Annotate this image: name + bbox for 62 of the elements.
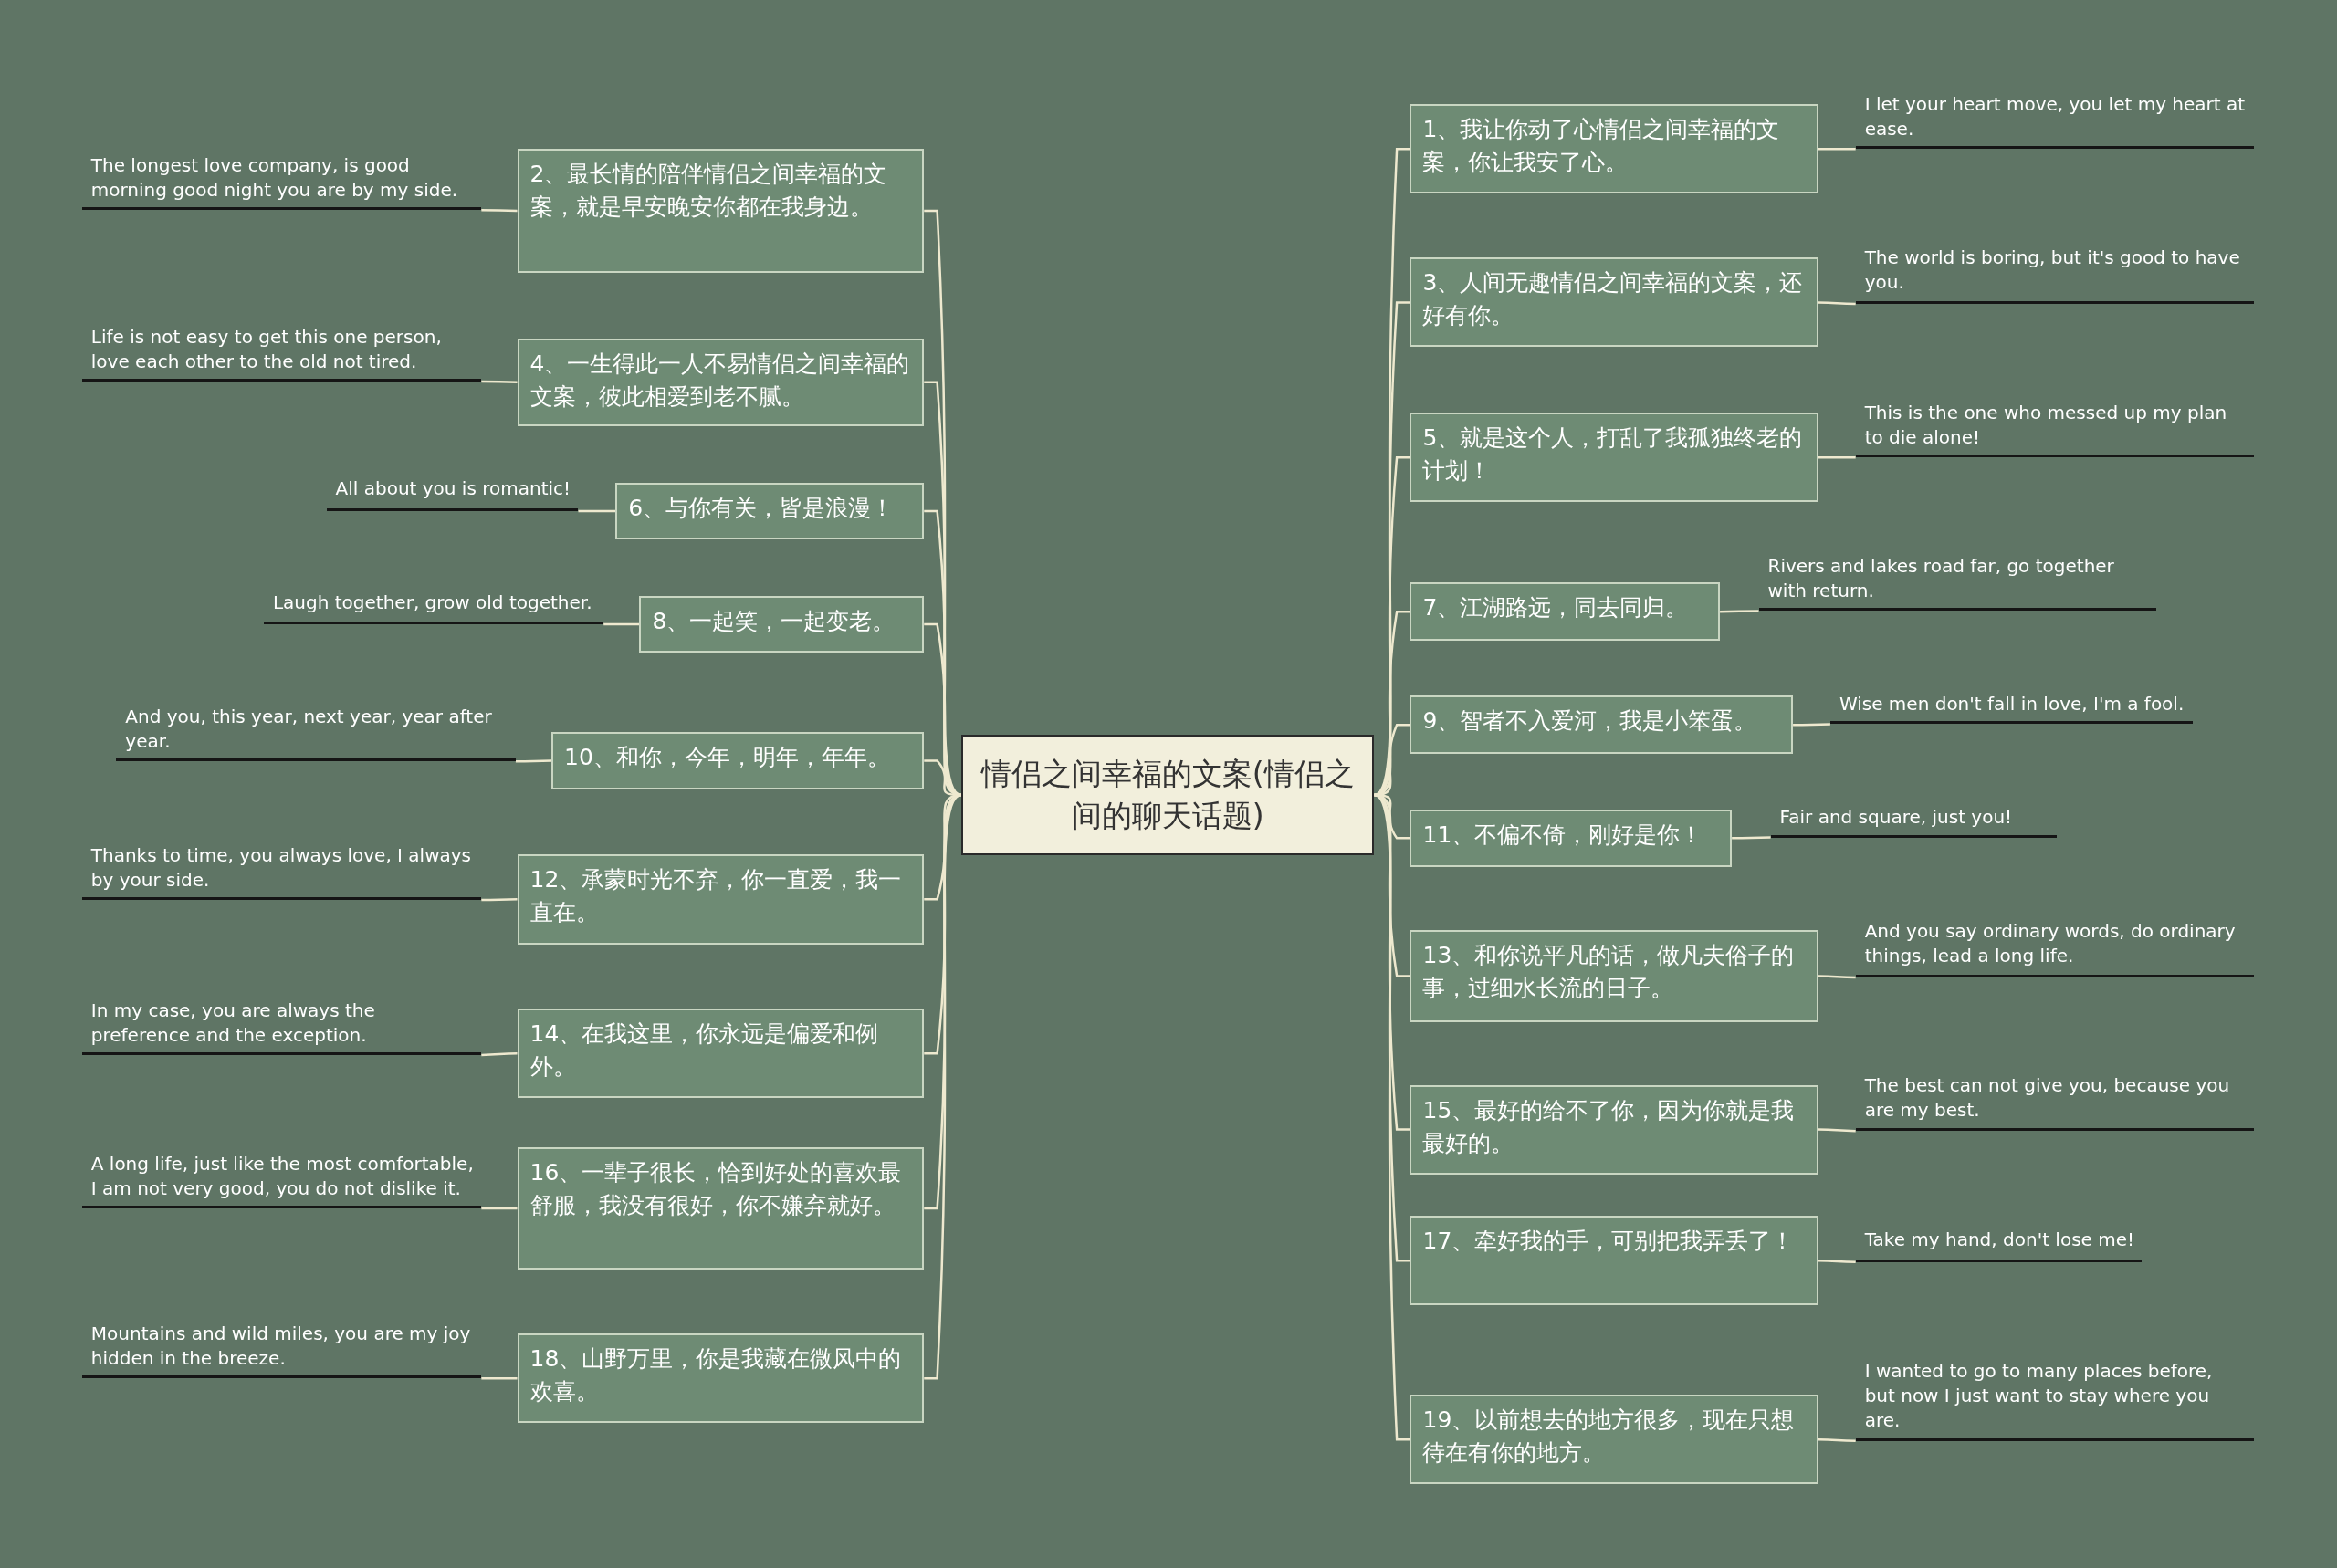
topic-box: 6、与你有关，皆是浪漫！ [615, 482, 925, 539]
connector-line [578, 509, 616, 513]
topic-box: 12、承蒙时光不弃，你一直爱，我一直在。 [517, 853, 925, 946]
note-text: The world is boring, but it's good to have you. [1855, 246, 2254, 305]
topic-box: 4、一生得此一人不易情侣之间幸福的文案，彼此相爱到老不腻。 [517, 338, 925, 426]
topic-box: 2、最长情的陪伴情侣之间幸福的文案，就是早安晚安你都在我身边。 [517, 149, 925, 273]
topic-box: 11、不偏不倚，刚好是你！ [1410, 809, 1733, 868]
connector-line [1818, 1437, 1856, 1443]
topic-box: 16、一辈子很长，恰到好处的喜欢最舒服，我没有很好，你不嫌弃就好。 [517, 1147, 925, 1270]
connector-line [481, 208, 518, 213]
note-text: I wanted to go to many places before, but now I just want to stay where you are. [1855, 1358, 2254, 1441]
topic-box: 15、最好的给不了你，因为你就是我最好的。 [1410, 1084, 1818, 1175]
topic-box: 8、一起笑，一起变老。 [639, 596, 925, 653]
connector-line [481, 898, 518, 902]
connector-line [481, 1376, 518, 1380]
connector-line [1373, 794, 1410, 1441]
topic-box: 3、人间无趣情侣之间幸福的文案，还好有你。 [1410, 257, 1818, 348]
note-text: In my case, you are always the preference and the exception. [81, 998, 482, 1055]
connector-line [1818, 1128, 1856, 1133]
connector-line [1732, 836, 1771, 840]
connector-line [1818, 1259, 1856, 1264]
connector-line [481, 1052, 518, 1057]
note-text: Thanks to time, you always love, I always by your side. [81, 843, 482, 901]
connector-line [1373, 148, 1410, 797]
note-text: The best can not give you, because you are my best. [1855, 1072, 2254, 1132]
connector-line [603, 622, 640, 626]
note-text: Fair and square, just you! [1770, 804, 2058, 838]
topic-box: 1、我让你动了心情侣之间幸福的文案，你让我安了心。 [1410, 104, 1818, 194]
note-text: And you say ordinary words, do ordinary things, lead a long life. [1855, 919, 2254, 977]
connector-line [1818, 301, 1856, 306]
topic-box: 18、山野万里，你是我藏在微风中的欢喜。 [517, 1333, 925, 1424]
note-text: Rivers and lakes road far, go together with return. [1758, 554, 2157, 612]
note-text: Mountains and wild miles, you are my joy hidden in the breeze. [81, 1322, 482, 1379]
connector-line [1720, 610, 1759, 613]
topic-box: 14、在我这里，你永远是偏爱和例外。 [517, 1009, 925, 1099]
note-text: Take my hand, don't lose me! [1855, 1228, 2143, 1262]
topic-box: 13、和你说平凡的话，做凡夫俗子的事，过细水长流的日子。 [1410, 929, 1818, 1022]
connector-line [1818, 148, 1856, 151]
connector-line [1818, 975, 1856, 979]
central-topic-box: 情侣之间幸福的文案(情侣之间的聊天话题) [961, 734, 1375, 856]
topic-box: 9、智者不入爱河，我是小笨蛋。 [1410, 695, 1794, 755]
connector-line [924, 381, 962, 797]
connector-line [924, 793, 962, 1380]
topic-box: 19、以前想去的地方很多，现在只想待在有你的地方。 [1410, 1395, 1818, 1485]
connector-line [1818, 455, 1856, 459]
note-text: Life is not easy to get this one person, love each other to the old not tired. [81, 324, 482, 382]
note-text: The longest love company, is good morning good night you are by my side. [81, 153, 482, 211]
topic-box: 17、牵好我的手，可别把我弄丢了！ [1410, 1216, 1818, 1306]
note-text: And you, this year, next year, year after year. [116, 705, 516, 762]
connector-line [481, 380, 518, 384]
topic-box: 7、江湖路远，同去同归。 [1410, 582, 1721, 642]
connector-line [481, 1207, 518, 1210]
note-text: Laugh together, grow old together. [263, 590, 604, 625]
topic-box: 5、就是这个人，打乱了我孤独终老的计划！ [1410, 413, 1818, 503]
note-text: This is the one who messed up my plan to die alone! [1855, 401, 2254, 458]
connector-line [515, 759, 552, 763]
note-text: A long life, just like the most comfortable, I am not very good, you do not dislike it. [81, 1152, 482, 1209]
topic-box: 10、和你，今年，明年，年年。 [551, 731, 925, 790]
connector-line [1793, 723, 1830, 727]
note-text: Wise men don't fall in love, I'm a fool. [1829, 691, 2193, 725]
note-text: All about you is romantic! [326, 476, 579, 511]
note-text: I let your heart move, you let my heart at ease. [1855, 92, 2254, 150]
